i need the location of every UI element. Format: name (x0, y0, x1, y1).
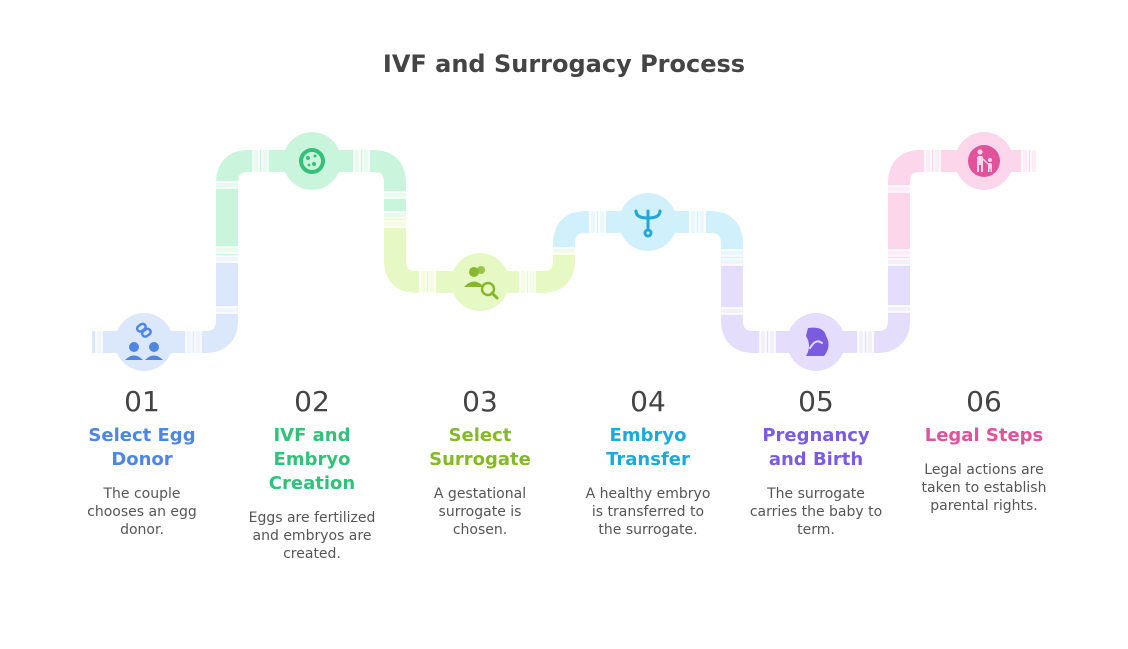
step-description-line: Legal actions are (924, 462, 1044, 478)
pipe-segment-01 (92, 255, 238, 353)
step-description-line: A gestational (433, 486, 527, 502)
step-description-line: term. (797, 522, 835, 538)
step-heading-line: Transfer (606, 449, 690, 470)
step-heading-line: Select Egg (88, 425, 196, 446)
node-circle-03 (451, 253, 509, 311)
step-heading-line: IVF and (273, 425, 351, 446)
step-description: A gestational surrogate is chosen. (405, 485, 555, 539)
step-description-line: carries the baby to (749, 504, 883, 520)
step-number: 02 (294, 385, 330, 418)
step-heading-line: and Birth (768, 449, 864, 470)
node-circle-01 (115, 313, 173, 371)
step-description-line: Eggs are fertilized (248, 510, 376, 526)
couple-link-icon (125, 322, 163, 360)
step-description-line: The surrogate (767, 486, 865, 502)
step-description-line: is transferred to (591, 504, 705, 520)
step-heading-line: Legal Steps (924, 425, 1044, 446)
pregnancy-icon (806, 327, 829, 356)
parent-child-icon (968, 145, 1000, 177)
step-description-line: the surrogate. (598, 522, 698, 538)
step-heading-line: Embryo (609, 425, 687, 446)
step-description-line: The couple (103, 486, 181, 502)
step-number: 06 (966, 385, 1002, 418)
step-description: Legal actions are taken to establish paren… (909, 461, 1059, 515)
step-description-line: and embryos are (252, 528, 372, 544)
step-heading-line: Donor (111, 449, 173, 470)
step-description-line: surrogate is (438, 504, 522, 520)
step-heading: Legal Steps (909, 424, 1059, 448)
step-number: 01 (124, 385, 160, 418)
step-description: The surrogate carries the baby to term. (741, 485, 891, 539)
step-heading-line: Pregnancy (762, 425, 870, 446)
step-number: 03 (462, 385, 498, 418)
petri-dish-icon (299, 148, 325, 174)
step-description: The couple chooses an egg donor. (67, 485, 217, 539)
step-description-line: created. (283, 546, 341, 562)
step-heading-line: Surrogate (429, 449, 531, 470)
step-description-line: A healthy embryo (585, 486, 711, 502)
step-heading: Pregnancy and Birth (741, 424, 891, 472)
pipe-segment-06 (888, 150, 1036, 262)
step-description-line: donor. (120, 522, 164, 538)
step-description-line: chosen. (452, 522, 508, 538)
step-description-line: chooses an egg (87, 504, 197, 520)
step-description: Eggs are fertilized and embryos are create… (237, 509, 387, 563)
page-title: IVF and Surrogacy Process (382, 50, 746, 78)
iud-icon (634, 209, 662, 238)
step-heading-line: Select (448, 425, 512, 446)
step-description-line: taken to establish (921, 480, 1047, 496)
step-description: A healthy embryo is transferred to the sur… (573, 485, 723, 539)
step-heading-line: Embryo (273, 449, 351, 470)
step-number: 04 (630, 385, 666, 418)
step-number: 05 (798, 385, 834, 418)
person-search-icon (464, 266, 499, 300)
step-heading-line: Creation (268, 473, 356, 494)
step-description-line: parental rights. (930, 498, 1038, 514)
